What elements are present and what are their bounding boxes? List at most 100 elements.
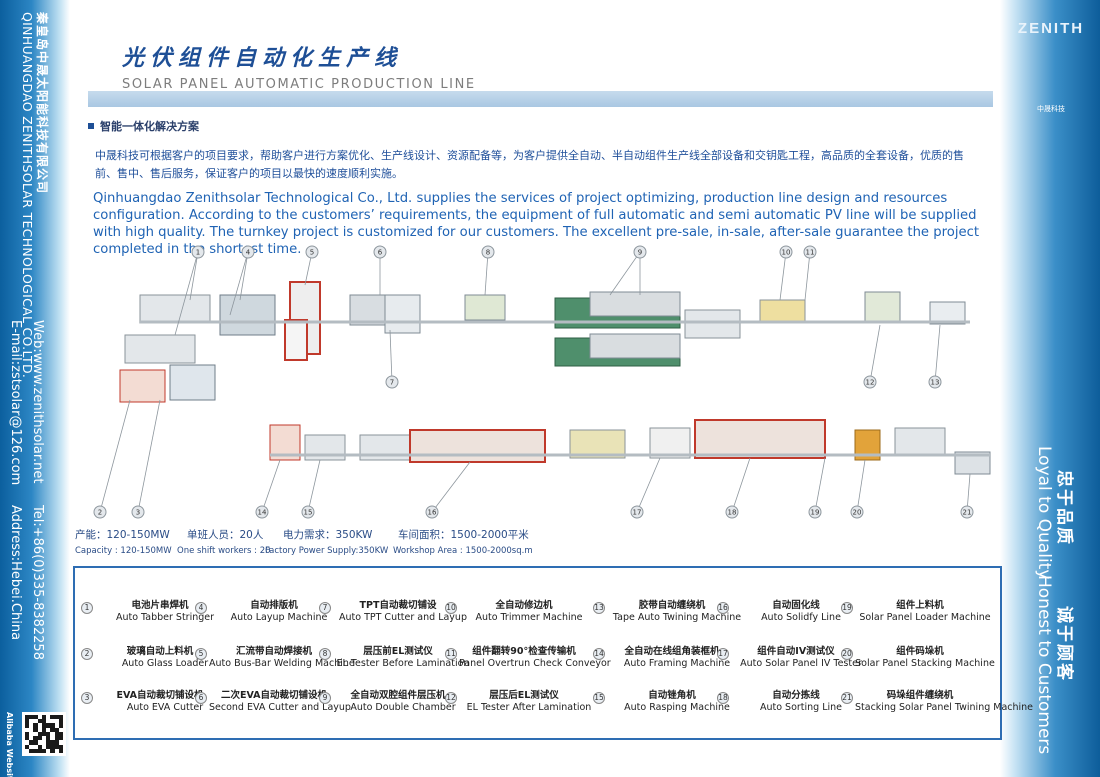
- legend-number-badge: 18: [717, 692, 729, 704]
- callout-badge: [373, 245, 387, 259]
- page-title-en: SOLAR PANEL AUTOMATIC PRODUCTION LINE: [122, 77, 476, 92]
- callout-badge: [850, 505, 864, 519]
- legend-label-cn: TPT自动裁切铺设: [359, 600, 437, 611]
- machine-block: [119, 369, 166, 403]
- callout-number: 2: [98, 509, 102, 517]
- callout-number: 16: [428, 509, 437, 517]
- callout-badge: [630, 505, 644, 519]
- description-cn: 中晟科技可根据客户的项目要求，帮助客户进行方案优化、生产线设计、资源配备等，为客…: [95, 149, 964, 180]
- stat-power-en: Factory Power Supply:350KW: [265, 546, 389, 556]
- callout-badge: [633, 245, 647, 259]
- email-text: E-mail:zstsolar@126.com: [8, 320, 23, 486]
- sorting-line-block: [694, 419, 826, 459]
- left-sidebar-band: 秦皇岛中晟太阳能科技有限公司 QINHUANGDAO ZENITHSOLAR T…: [0, 0, 70, 777]
- callout-badge: [960, 505, 974, 519]
- callout-leader-line: [229, 251, 249, 316]
- callout-leader-line: [869, 324, 881, 383]
- legend-label-en: Auto Layup Machine: [230, 612, 328, 623]
- legend-label-cn: 自动分拣线: [772, 690, 820, 701]
- right-sidebar-band: [1000, 0, 1100, 777]
- legend-label-cn: 全自动修边机: [495, 600, 553, 611]
- curing-line-block: [409, 429, 546, 463]
- callout-leader-line: [804, 251, 811, 301]
- callout-leader-line: [261, 459, 281, 513]
- callout-badge: [191, 245, 205, 259]
- legend-label-cn: 码垛组件缠绕机: [886, 690, 954, 701]
- stat-capacity-cn: 产能：120-150MW: [75, 529, 170, 541]
- company-name-cn: 秦皇岛中晟太阳能科技有限公司: [35, 12, 49, 195]
- callout-number: 7: [390, 379, 394, 387]
- legend-number-badge: 13: [593, 602, 605, 614]
- callout-leader-line: [99, 399, 131, 513]
- callout-badge: [803, 245, 817, 259]
- legend-label-en: Auto Tabber Stringer: [115, 612, 215, 623]
- zenith-logo: ZENITH 中晟科技: [1010, 10, 1092, 120]
- legend-label-en: Auto Trimmer Machine: [475, 612, 583, 623]
- legend-label-en: Tape Auto Twining Machine: [612, 612, 742, 623]
- callout-number: 3: [136, 509, 140, 517]
- callout-number: 21: [963, 509, 972, 517]
- callout-number: 8: [486, 249, 490, 257]
- callout-badge: [301, 505, 315, 519]
- machine-block: [894, 427, 946, 457]
- callout-number: 14: [258, 509, 267, 517]
- callout-leader-line: [189, 251, 199, 301]
- callout-badge: [385, 375, 399, 389]
- callout-leader-line: [609, 251, 641, 296]
- legend-number-badge: 14: [593, 648, 605, 660]
- callout-leader-line: [779, 251, 787, 301]
- legend-number-badge: 12: [445, 692, 457, 704]
- legend-number-badge: 2: [81, 648, 93, 660]
- machine-block: [649, 427, 691, 459]
- legend-number-badge: 1: [81, 602, 93, 614]
- legend-number-badge: 15: [593, 692, 605, 704]
- callout-leader-line: [731, 457, 751, 513]
- legend-label-cn: 汇流带自动焊接机: [235, 646, 312, 657]
- legend-label-cn: 自动锉角机: [648, 690, 696, 701]
- legend-number-badge: 20: [841, 648, 853, 660]
- callout-badge: [928, 375, 942, 389]
- callout-badge: [863, 375, 877, 389]
- machine-block: [464, 294, 506, 321]
- stat-power-cn: 电力需求：350KW: [283, 529, 373, 541]
- upper-line-machines: [119, 281, 970, 403]
- legend-number-badge: 21: [841, 692, 853, 704]
- qr-code-icon[interactable]: [22, 712, 66, 756]
- machine-block: [954, 451, 991, 475]
- legend-label-cn: 全自动双腔组件层压机: [350, 690, 446, 701]
- machine-block: [864, 291, 901, 323]
- page-title-cn: 光伏组件自动化生产线: [122, 46, 403, 71]
- website-text: Web:www.zenithsolar.net: [30, 320, 45, 484]
- callout-badge: [93, 505, 107, 519]
- slogan-en-quality: Loyal to Quality: [1034, 446, 1054, 580]
- legend-label-cn: 全自动在线组角装框机: [624, 646, 720, 657]
- callout-badge: [255, 505, 269, 519]
- machine-block: [139, 294, 211, 324]
- legend-number-badge: 5: [195, 648, 207, 660]
- legend-label-en: Auto Framing Machine: [623, 658, 731, 669]
- machine-block: [569, 429, 626, 459]
- laminator-block: [589, 333, 681, 359]
- legend-label-cn: EVA自动裁切铺设机: [116, 690, 204, 701]
- legend-number-badge: 6: [195, 692, 207, 704]
- callout-number: 20: [853, 509, 862, 517]
- alibaba-label: Alibaba Website: [5, 712, 14, 777]
- callout-leader-line: [431, 461, 471, 513]
- legend-label-cn: 胶带自动缠绕机: [638, 600, 706, 611]
